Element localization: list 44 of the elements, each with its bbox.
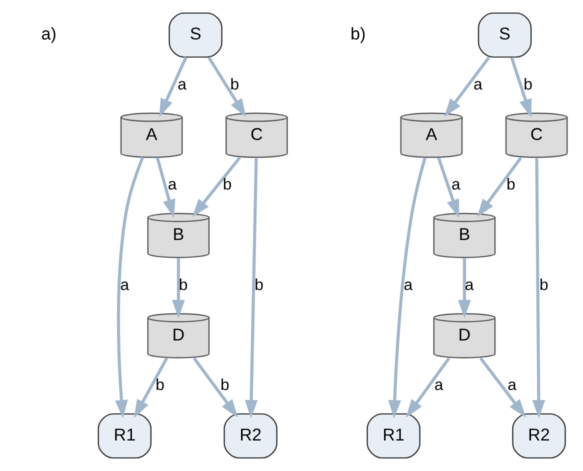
arrow: [208, 56, 246, 118]
arrow: [406, 357, 450, 418]
arrow: [510, 57, 532, 118]
label: a): [41, 24, 56, 44]
arrow: [159, 56, 188, 117]
node-box: R2: [512, 413, 566, 459]
edge-label: b: [220, 376, 230, 394]
arrow: [192, 156, 241, 218]
node-box: S: [168, 12, 222, 58]
arrow: [437, 157, 460, 218]
arrow: [458, 258, 471, 318]
arrow: [477, 156, 522, 218]
arrow: [192, 357, 238, 418]
edge-label: b: [254, 276, 264, 294]
arrow: [156, 157, 176, 218]
arrow: [134, 357, 168, 418]
node-box: S: [478, 12, 532, 58]
edge-label: b: [230, 76, 240, 94]
arrow: [479, 357, 526, 418]
label: b): [350, 24, 366, 44]
edge-label: a: [178, 76, 187, 94]
node-box: R2: [224, 413, 278, 459]
edge-label: b: [539, 276, 548, 294]
edge-label: b: [524, 76, 532, 94]
edge-label: b: [156, 376, 165, 394]
arrow: [444, 56, 490, 117]
edge-label: a: [404, 276, 413, 294]
edge-label: b: [222, 176, 232, 194]
edge-label: a: [168, 176, 177, 194]
arrow: [388, 157, 427, 418]
edge-label: a: [508, 376, 517, 394]
edge-label: a: [464, 276, 474, 294]
arrow: [532, 157, 546, 418]
edge-label: a: [434, 376, 444, 394]
edge-label: a: [473, 76, 482, 94]
arrow: [115, 156, 144, 418]
edge-label: b: [506, 176, 516, 194]
arrow: [172, 258, 185, 318]
arrow: [244, 157, 258, 418]
edge-label: a: [451, 176, 460, 194]
edge-label: b: [178, 276, 188, 294]
node-box: R1: [98, 413, 152, 459]
node-box: R1: [366, 413, 420, 459]
edge-label: a: [120, 276, 130, 294]
